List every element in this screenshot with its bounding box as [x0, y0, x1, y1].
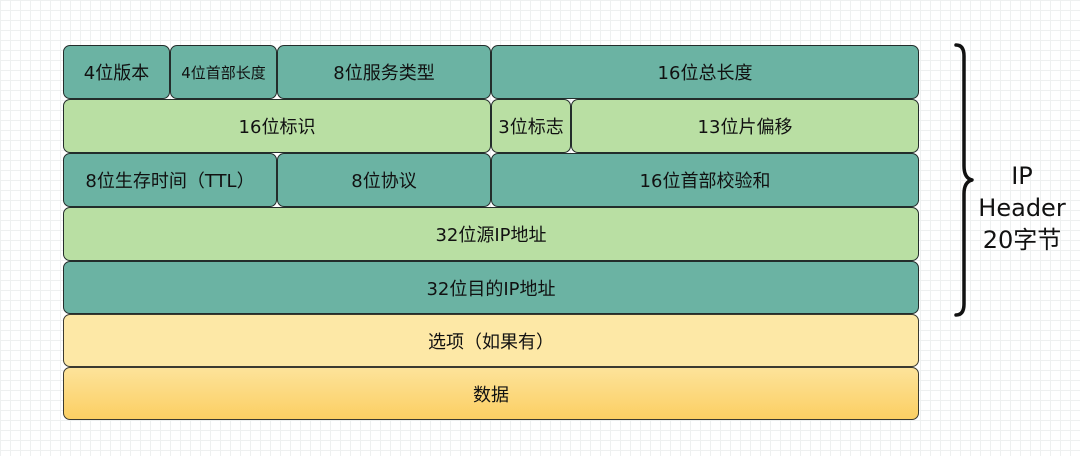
field-header-length: 4位首部长度: [170, 45, 277, 99]
field-protocol: 8位协议: [277, 153, 491, 207]
field-type-of-service: 8位服务类型: [277, 45, 491, 99]
field-protocol-label: 8位协议: [351, 171, 417, 192]
field-destination-ip-label: 32位目的IP地址: [426, 278, 556, 300]
field-data: 数据: [63, 367, 919, 420]
field-total-length-label: 16位总长度: [657, 63, 753, 84]
curly-brace-icon: [954, 43, 974, 317]
field-version-label: 4位版本: [83, 63, 150, 84]
field-ttl: 8位生存时间（TTL）: [63, 153, 277, 207]
field-header-length-label: 4位首部长度: [181, 63, 266, 82]
ip-header-size-label: IP Header 20字节: [960, 160, 1080, 256]
field-options-label: 选项（如果有）: [428, 331, 554, 353]
field-identification-label: 16位标识: [238, 117, 316, 138]
field-type-of-service-label: 8位服务类型: [333, 63, 435, 84]
field-ttl-label: 8位生存时间（TTL）: [85, 171, 255, 192]
field-destination-ip: 32位目的IP地址: [63, 261, 919, 314]
field-header-checksum-label: 16位首部校验和: [639, 171, 771, 192]
field-source-ip: 32位源IP地址: [63, 207, 919, 261]
field-flags-label: 3位标志: [498, 117, 564, 138]
side-label-line2: Header: [978, 194, 1066, 222]
field-header-checksum: 16位首部校验和: [491, 153, 919, 207]
field-identification: 16位标识: [63, 99, 491, 153]
side-label-line3: 20字节: [982, 226, 1062, 254]
side-label-line1: IP: [1011, 162, 1033, 190]
field-fragment-offset-label: 13位片偏移: [697, 117, 793, 138]
field-fragment-offset: 13位片偏移: [571, 99, 919, 153]
field-flags: 3位标志: [491, 99, 571, 153]
field-options: 选项（如果有）: [63, 314, 919, 367]
field-total-length: 16位总长度: [491, 45, 919, 99]
field-version: 4位版本: [63, 45, 170, 99]
field-data-label: 数据: [473, 384, 509, 406]
field-source-ip-label: 32位源IP地址: [435, 225, 547, 246]
